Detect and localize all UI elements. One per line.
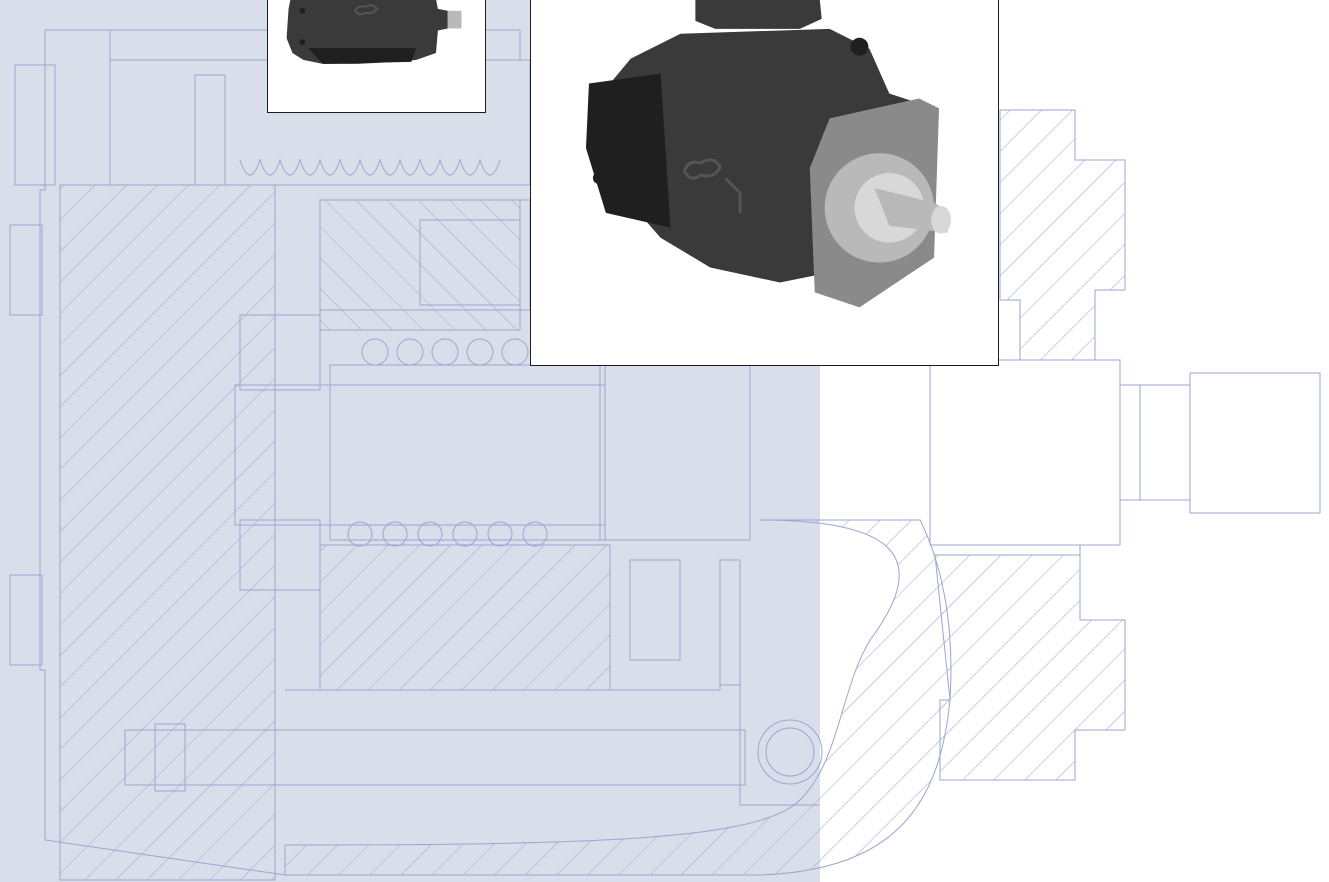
front-housing-hatched [934, 554, 1126, 781]
spring-coils-top [239, 158, 501, 176]
shaft [929, 359, 1121, 546]
bearing-left-lower [239, 519, 321, 591]
product-photo-small [267, 0, 486, 113]
rod-end [154, 723, 186, 792]
rear-curve [284, 519, 952, 876]
bolt-bottom [9, 574, 43, 666]
seal-ring [719, 559, 741, 686]
piston-inner [419, 219, 521, 306]
product-photo-large [530, 0, 999, 366]
housing-hatched-lower [319, 544, 611, 691]
rod-eye-outer [757, 719, 823, 785]
bolt-top [9, 224, 43, 316]
piston-top [194, 74, 226, 186]
shaft-step [1120, 384, 1190, 501]
cylinder-block [234, 384, 606, 526]
cap-top-left [14, 64, 56, 186]
spring-coils-upper [361, 338, 529, 366]
housing-hatched-left [59, 184, 276, 881]
cylinder-inner [329, 364, 606, 541]
front-housing-outline [950, 109, 1126, 781]
pump-photo-front [531, 0, 998, 365]
bearing-left [239, 314, 321, 391]
pump-photo-rear [268, 0, 485, 112]
port-plug [629, 559, 681, 661]
front-flange-hatched [999, 109, 1126, 361]
control-rod [124, 729, 746, 786]
shaft-end [1189, 372, 1321, 514]
rod-eye-inner [765, 727, 815, 777]
valve-plate [599, 364, 751, 541]
spring-coils-lower [347, 521, 548, 547]
